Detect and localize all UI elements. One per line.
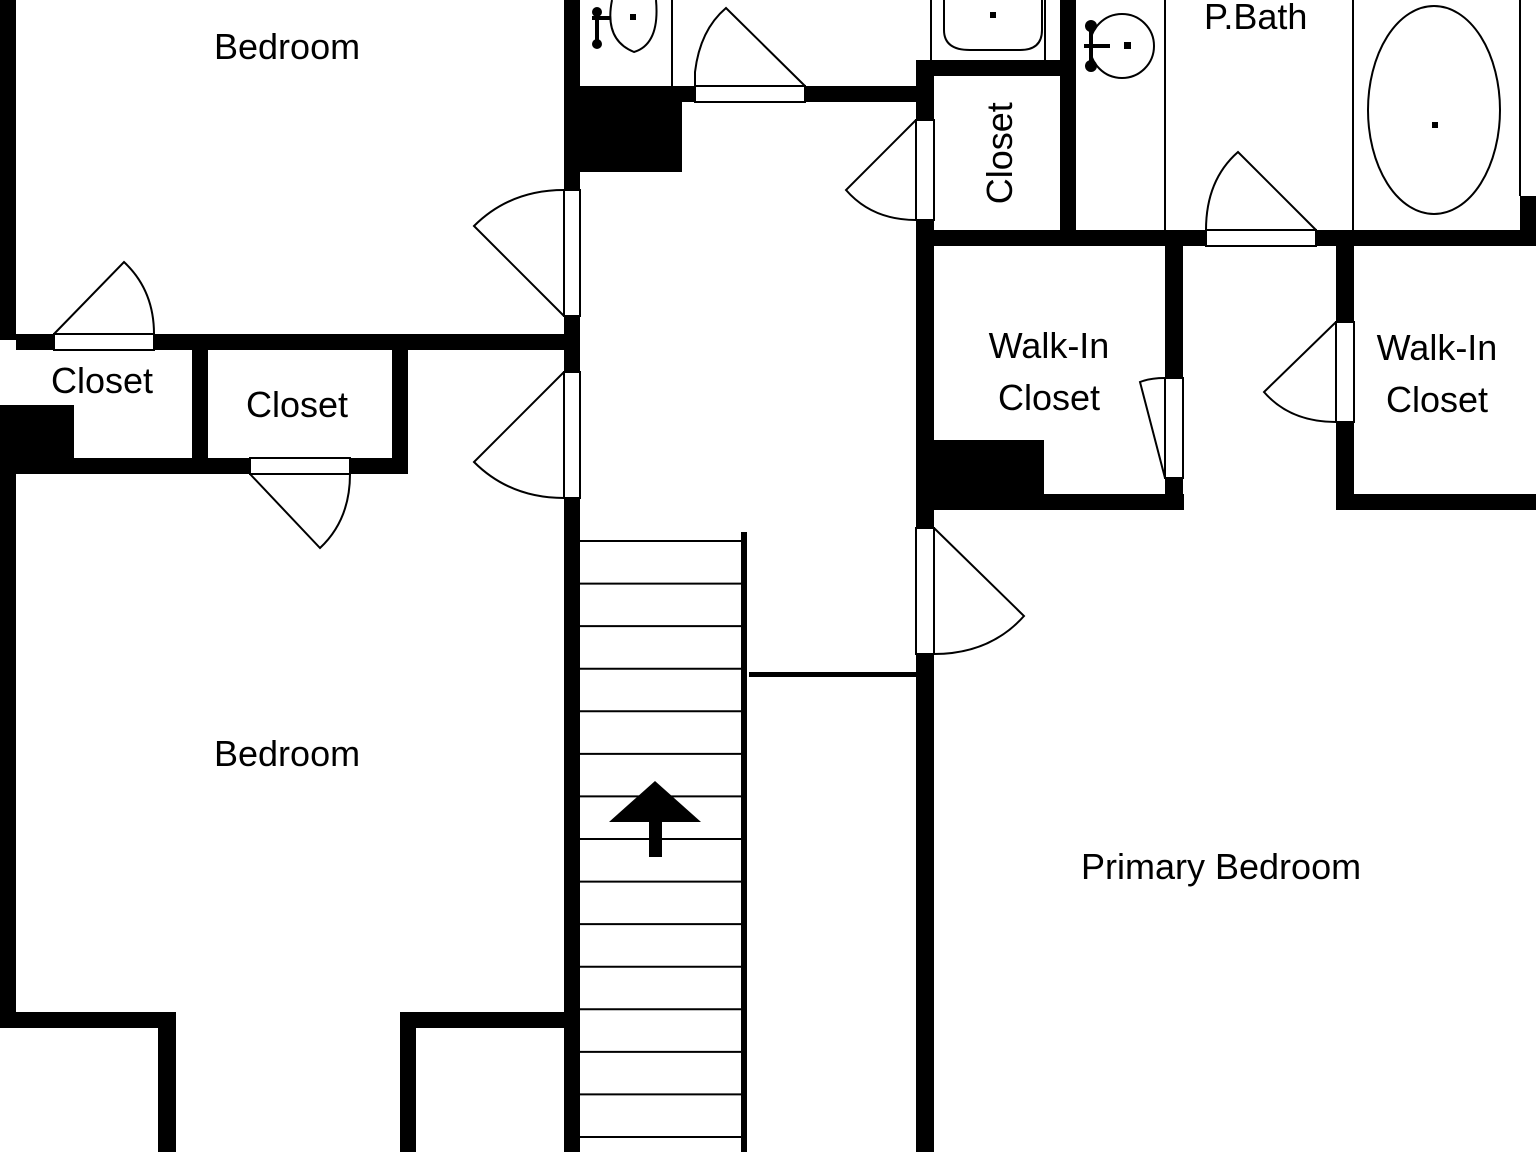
door-primary-bath [1205, 229, 1317, 247]
door-bedroom-top-2 [563, 371, 581, 499]
room-label-primary-bedroom: Primary Bedroom [1081, 846, 1362, 887]
up-arrow-icon [609, 781, 701, 857]
door-hall-bath [694, 85, 806, 103]
walkin-2-line2: Closet [1385, 379, 1489, 420]
door-walkin-1 [1164, 377, 1184, 479]
walkin-1-line1: Walk-In [988, 325, 1110, 366]
doors [53, 6, 1355, 655]
room-label-primary-bath: P.Bath [1204, 0, 1308, 37]
room-label-closet-mid: Closet [246, 384, 349, 425]
sink-icon [1084, 13, 1155, 79]
bathtub-icon [1367, 5, 1501, 215]
door-hall-closet [915, 119, 935, 221]
sink-icon [943, 0, 1043, 51]
door-bedroom-top-1 [563, 189, 581, 317]
stair-rail [741, 532, 747, 1152]
room-label-walkin-2: Walk-In Closet [1374, 322, 1500, 426]
door-closet-left [53, 333, 155, 351]
room-label-closet-hall: Closet [978, 102, 1020, 205]
sink-icon [592, 0, 658, 54]
room-label-walkin-1: Walk-In Closet [986, 320, 1112, 424]
walkin-2-line1: Walk-In [1376, 327, 1498, 368]
door-walkin-2 [1335, 321, 1355, 423]
staircase [580, 532, 747, 1152]
room-label-bedroom-top: Bedroom [214, 26, 361, 67]
room-label-closet-left: Closet [51, 360, 154, 401]
door-primary-bedroom [915, 527, 935, 655]
fixtures [592, 0, 1501, 215]
door-closet-mid [249, 457, 351, 475]
walkin-1-line2: Closet [997, 377, 1101, 418]
room-label-bedroom-bottom: Bedroom [214, 733, 361, 774]
